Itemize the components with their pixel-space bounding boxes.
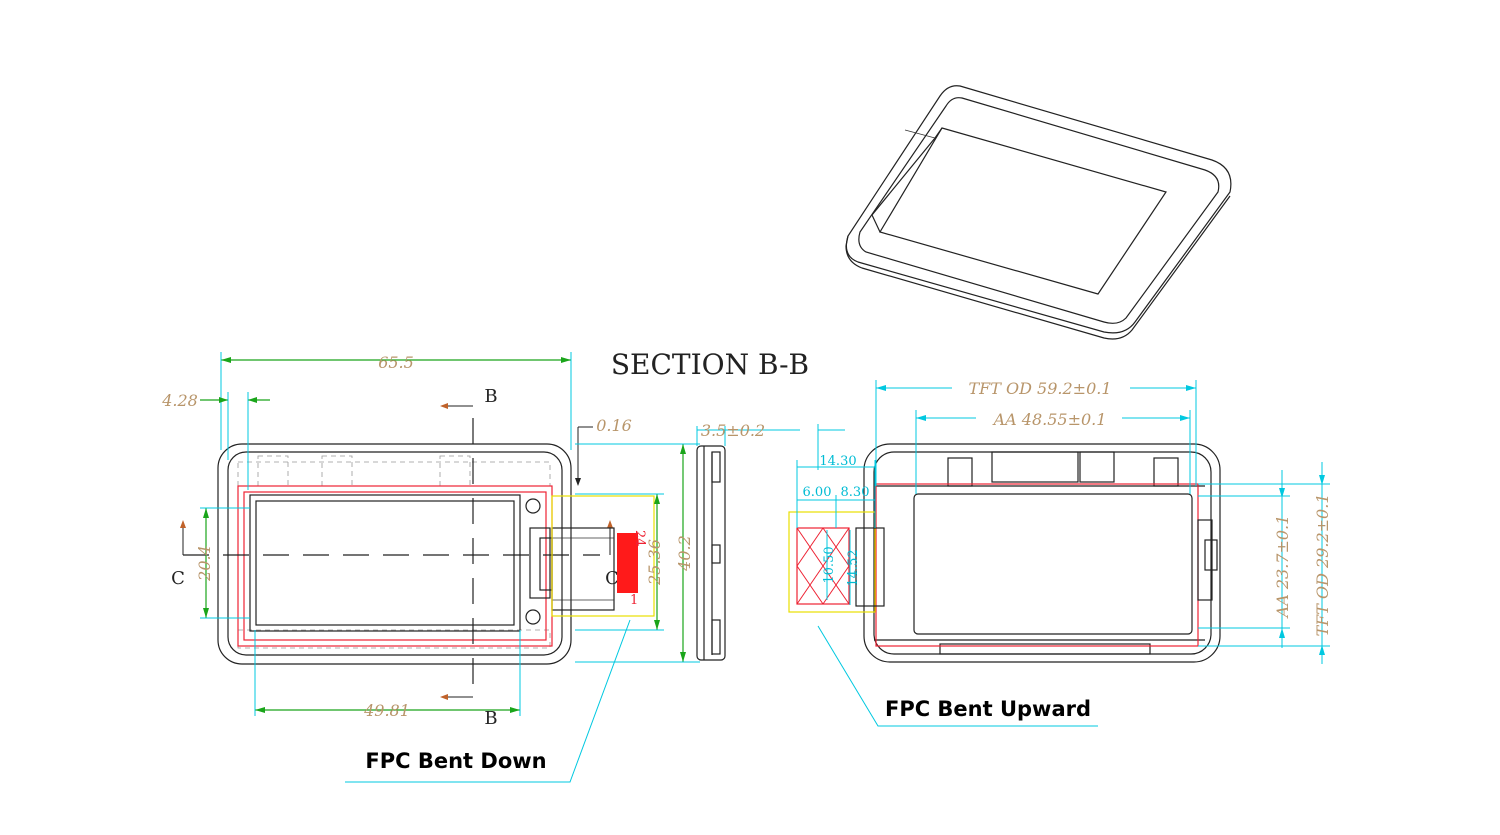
housing-inner — [227, 451, 563, 656]
section-c-right: C — [605, 568, 619, 589]
callout-leader-down — [345, 619, 631, 783]
housing-outline-right — [863, 443, 1221, 663]
dim-bezel-offset: 4.28 — [161, 391, 198, 410]
dim-aa-height-right: AA 23.7±0.1 — [1273, 515, 1292, 620]
section-c-left: C — [171, 568, 185, 589]
dim-tft-od-width: TFT OD 59.2±0.1 — [968, 379, 1111, 398]
callout-leader-up — [817, 625, 1098, 727]
pin-1-label: 1 — [630, 593, 638, 608]
dim-aa-width-right: AA 48.55±0.1 — [992, 410, 1107, 429]
dim-aa-width: 49.81 — [363, 701, 410, 720]
side-profile — [696, 445, 726, 661]
fpc-contacts — [617, 533, 638, 593]
section-title: SECTION B-B — [611, 348, 809, 381]
dim-fpc-14-30: 14.30 — [819, 454, 856, 469]
dim-fpc-6-00: 6.00 — [803, 485, 832, 500]
housing-outline — [217, 443, 572, 665]
left-front-view: B B C C 24 1 65.5 4.28 0.16 — [161, 352, 700, 783]
right-front-view: 14.30 6.00 8.30 10.50 14.52 TFT OD 59.2±… — [788, 374, 1332, 727]
fpc-bend-zone-right — [788, 511, 876, 613]
dim-tft-od-height: TFT OD 29.2±0.1 — [1313, 493, 1332, 636]
dim-fpc-8-30: 8.30 — [841, 485, 870, 500]
dim-fpc-14-52: 14.52 — [846, 549, 861, 586]
section-b-bottom: B — [484, 708, 497, 729]
callout-fpc-bent-down: FPC Bent Down — [365, 749, 546, 773]
active-area — [249, 494, 521, 632]
tft-panel-right — [875, 483, 1199, 647]
dim-total-height: 40.2 — [675, 535, 694, 572]
side-view: 3.5±0.2 — [696, 421, 800, 661]
dim-overall-width: 65.5 — [378, 353, 414, 372]
tft-panel-outline — [237, 485, 553, 647]
dim-fpc-height: 25.36 — [645, 539, 664, 586]
callout-fpc-bent-upward: FPC Bent Upward — [885, 697, 1091, 721]
dim-aa-height: 20.4 — [195, 545, 214, 582]
dim-gap: 0.16 — [596, 416, 632, 435]
isometric-view — [845, 85, 1232, 340]
pin-24-label: 24 — [632, 530, 647, 547]
dim-fpc-small: 10.50 — [822, 546, 837, 583]
active-area-right — [913, 493, 1193, 635]
section-b-top: B — [484, 386, 497, 407]
dim-thickness: 3.5±0.2 — [701, 421, 765, 440]
fpc-bend-zone — [551, 495, 655, 617]
